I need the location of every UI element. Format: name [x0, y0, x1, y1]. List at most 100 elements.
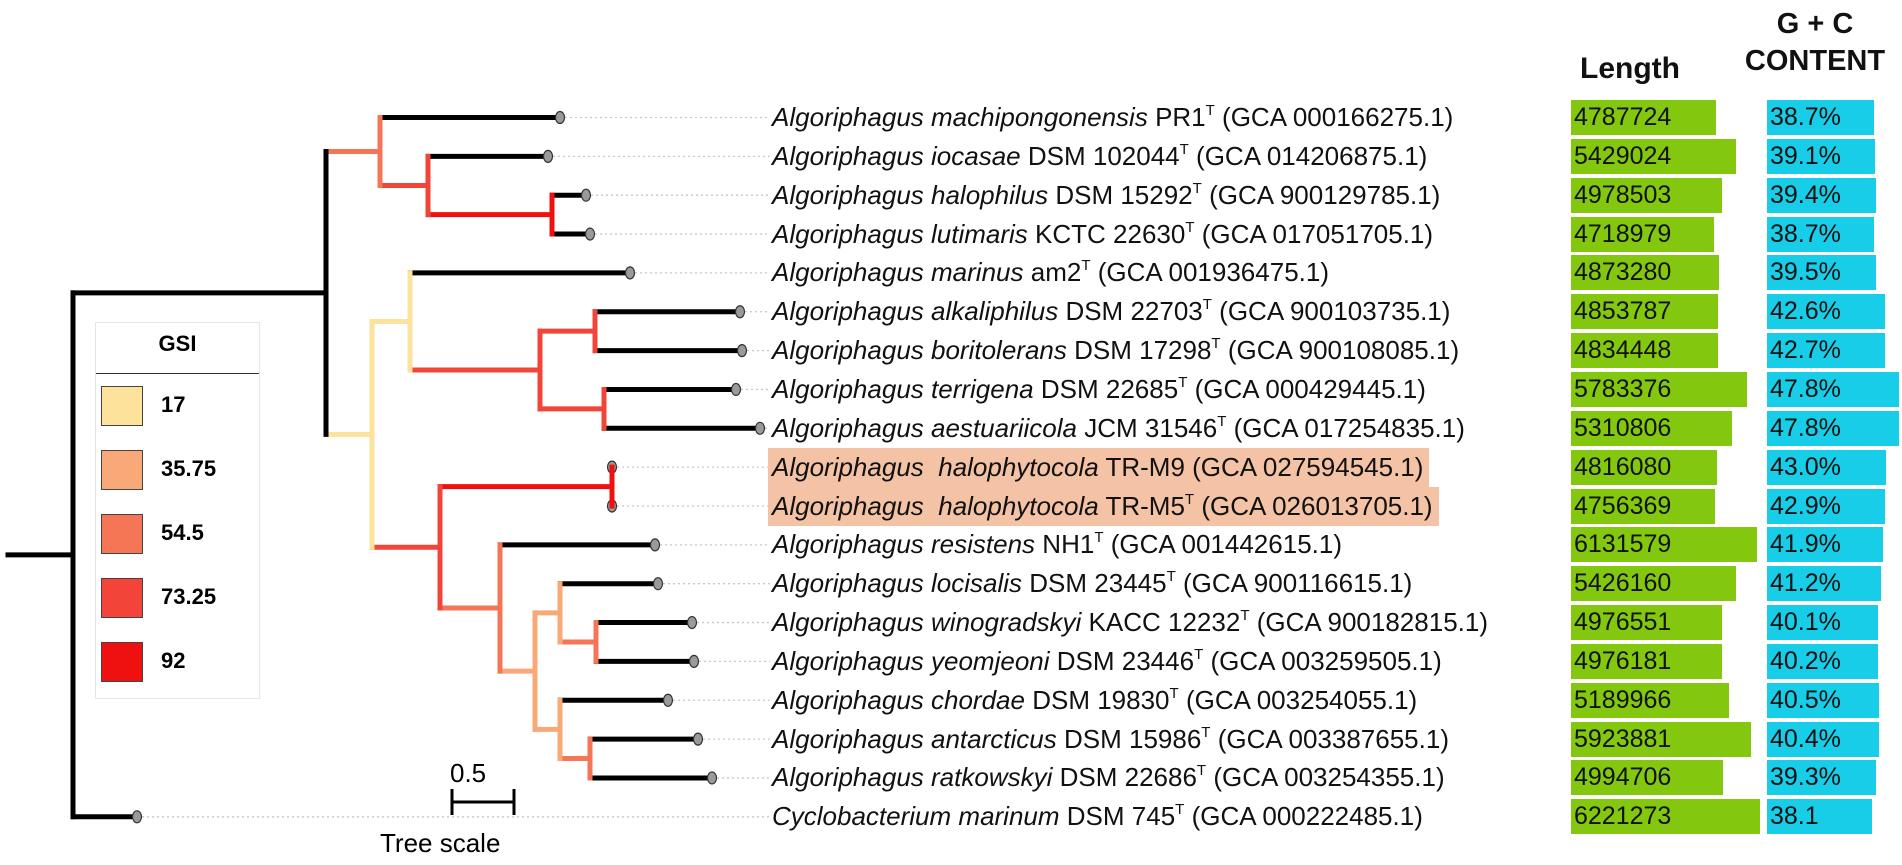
species-name: machipongonensis [931, 102, 1148, 132]
strain-name: DSM 22703 [1065, 296, 1203, 327]
gc-content-bar: 38.1 [1767, 799, 1872, 835]
type-strain-mark: T [1202, 296, 1212, 314]
strain-name: JCM 31546 [1084, 412, 1218, 443]
species-name: ratkowskyi [931, 762, 1053, 793]
genus-name: Algoriphagus [772, 335, 924, 366]
legend-swatch [101, 514, 143, 554]
genome-length-bar: 4834448 [1571, 333, 1718, 369]
taxon-label: Algoriphagus winogradskyi KACC 12232T (G… [772, 603, 1488, 642]
taxon-row: Algoriphagus halophytocola TR-M9 (GCA 02… [0, 447, 1902, 487]
taxon-label: Cyclobacterium marinum DSM 745T (GCA 000… [772, 797, 1423, 836]
species-name: locisalis [931, 568, 1023, 599]
taxon-row: Algoriphagus resistens NH1T (GCA 0014426… [0, 525, 1902, 564]
accession-number: (GCA 014206875.1) [1196, 140, 1428, 171]
taxon-row: Algoriphagus terrigena DSM 22685T (GCA 0… [0, 370, 1902, 409]
genome-length-bar: 6221273 [1571, 799, 1760, 835]
legend-label: 54.5 [161, 520, 204, 545]
taxon-label: Algoriphagus aestuariicola JCM 31546T (G… [772, 409, 1465, 448]
strain-name: am2 [1030, 257, 1082, 288]
accession-number: (GCA 026013705.1) [1201, 490, 1433, 521]
genome-length-bar: 5189966 [1571, 682, 1729, 718]
taxon-row: Algoriphagus boritolerans DSM 17298T (GC… [0, 331, 1902, 370]
strain-name: DSM 745 [1066, 801, 1176, 832]
tree-scale-bar [450, 789, 516, 815]
taxon-row: Algoriphagus marinus am2T (GCA 001936475… [0, 253, 1902, 292]
leaf-node [736, 344, 748, 358]
taxon-row: Algoriphagus alkaliphilus DSM 22703T (GC… [0, 292, 1902, 331]
taxon-label: Algoriphagus halophytocola TR-M9 (GCA 02… [768, 447, 1430, 487]
accession-number: (GCA 003254055.1) [1185, 684, 1418, 715]
taxon-label: Algoriphagus halophytocola TR-M5T (GCA 0… [768, 486, 1439, 526]
gc-content-bar: 40.5% [1767, 682, 1879, 718]
accession-number: (GCA 001442615.1) [1110, 529, 1342, 560]
strain-name: DSM 102044 [1027, 140, 1180, 171]
legend-swatch [101, 450, 143, 490]
taxon-row: Algoriphagus iocasae DSM 102044T (GCA 01… [0, 137, 1902, 176]
genus-name: Algoriphagus [772, 373, 924, 404]
type-strain-mark: T [1094, 529, 1104, 547]
type-strain-mark: T [1194, 645, 1204, 663]
taxon-label: Algoriphagus resistens NH1T (GCA 0014426… [772, 525, 1342, 564]
legend-label: 92 [161, 648, 186, 673]
gc-content-bar: 39.3% [1767, 760, 1876, 796]
legend-label: 35.75 [161, 456, 217, 481]
taxon-row: Cyclobacterium marinum DSM 745T (GCA 000… [0, 797, 1902, 836]
strain-name: DSM 23445 [1029, 568, 1167, 599]
type-strain-mark: T [1166, 568, 1176, 586]
genus-name: Algoriphagus [772, 140, 924, 171]
taxon-label: Algoriphagus iocasae DSM 102044T (GCA 01… [772, 137, 1427, 176]
strain-name: DSM 22686 [1059, 762, 1197, 793]
taxon-row: Algoriphagus chordae DSM 19830T (GCA 003… [0, 681, 1902, 720]
species-name: boritolerans [931, 335, 1067, 366]
accession-number: (GCA 000222485.1) [1191, 801, 1423, 832]
tree-scale: 0.5 Tree scale [380, 758, 540, 858]
type-strain-mark: T [1192, 179, 1202, 197]
genome-length-bar: 4756369 [1571, 488, 1715, 524]
genome-length-bar: 4978503 [1571, 177, 1722, 213]
accession-number: (GCA 003254355.1) [1213, 762, 1445, 793]
length-column-header: Length [1580, 52, 1680, 85]
genus-name: Algoriphagus [772, 723, 924, 754]
tree-scale-caption: Tree scale [380, 828, 501, 858]
taxon-row: Algoriphagus antarcticus DSM 15986T (GCA… [0, 720, 1902, 759]
species-name: alkaliphilus [931, 296, 1059, 327]
leaf-node [706, 771, 718, 785]
genus-name: Algoriphagus [772, 529, 924, 560]
taxon-label: Algoriphagus antarcticus DSM 15986T (GCA… [772, 720, 1449, 759]
taxon-row: Algoriphagus locisalis DSM 23445T (GCA 9… [0, 564, 1902, 603]
species-name: antarcticus [931, 723, 1057, 754]
taxon-row: Algoriphagus aestuariicola JCM 31546T (G… [0, 409, 1902, 448]
taxon-label: Algoriphagus lutimaris KCTC 22630T (GCA … [772, 215, 1433, 254]
accession-number: (GCA 027594545.1) [1192, 451, 1424, 482]
accession-number: (GCA 001936475.1) [1097, 257, 1329, 288]
genome-length-bar: 5426160 [1571, 566, 1736, 602]
genus-name: Algoriphagus [772, 762, 924, 793]
genome-length-bar: 4873280 [1571, 255, 1719, 291]
species-name: marinum [958, 801, 1060, 832]
legend-title: GSI [158, 331, 197, 356]
leaf-node [662, 693, 674, 707]
genus-name: Algoriphagus [772, 451, 924, 482]
genome-length-bar: 4853787 [1571, 294, 1718, 330]
gc-content-bar: 42.9% [1767, 488, 1885, 524]
gc-content-bar: 47.8% [1767, 410, 1899, 446]
accession-number: (GCA 000429445.1) [1194, 373, 1426, 404]
genus-name: Algoriphagus [772, 102, 924, 132]
type-strain-mark: T [1196, 762, 1207, 780]
strain-name: DSM 19830 [1032, 684, 1170, 715]
taxon-label: Algoriphagus alkaliphilus DSM 22703T (GC… [772, 292, 1450, 331]
species-name: halophytocola [938, 490, 1099, 521]
species-name: aestuariicola [931, 412, 1077, 443]
gc-content-bar: 42.6% [1767, 294, 1885, 330]
genus-name: Algoriphagus [772, 607, 924, 638]
accession-number: (GCA 900182815.1) [1256, 607, 1488, 638]
genome-length-bar: 6131579 [1571, 527, 1757, 563]
genus-name: Algoriphagus [772, 568, 924, 599]
gc-content-bar: 41.2% [1767, 566, 1881, 602]
genus-name: Algoriphagus [772, 257, 924, 288]
legend-label: 73.25 [161, 584, 217, 609]
taxon-row: Algoriphagus machipongonensis PR1T (GCA … [0, 98, 1902, 137]
gc-content-bar: 39.5% [1767, 255, 1876, 291]
strain-name: DSM 15292 [1055, 179, 1193, 210]
species-name: winogradskyi [931, 607, 1082, 638]
